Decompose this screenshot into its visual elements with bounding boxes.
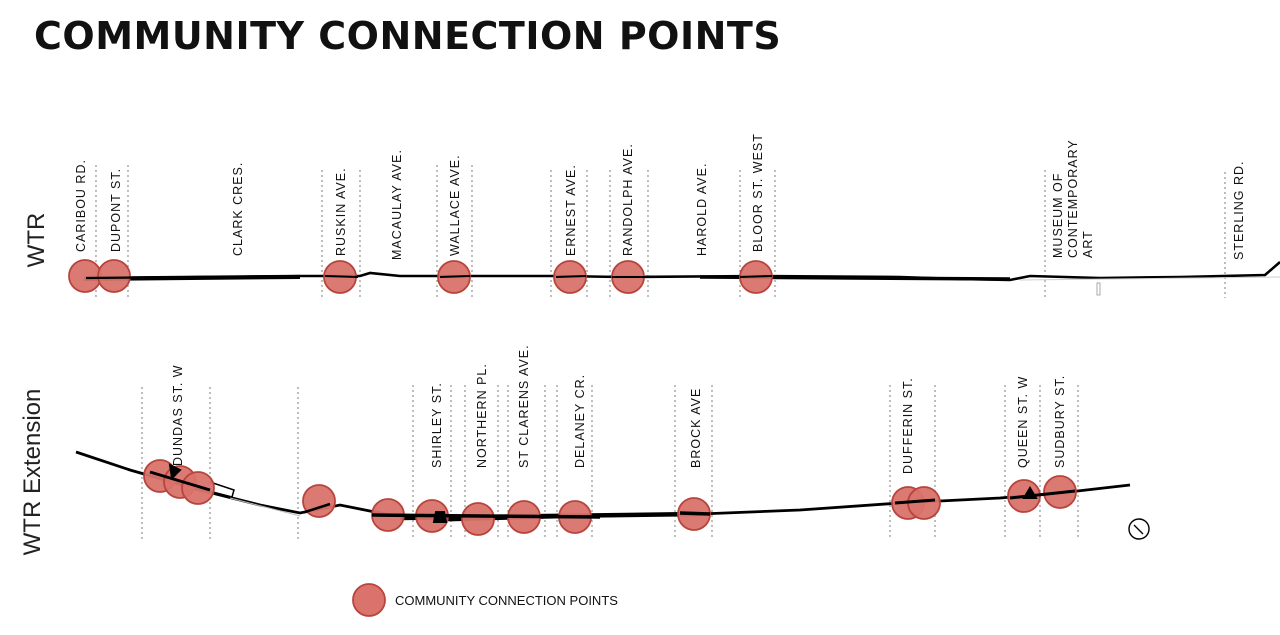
street-label: MACAULAY AVE. xyxy=(390,149,404,260)
street-label: BROCK AVE xyxy=(689,388,703,468)
street-label: WALLACE AVE. xyxy=(448,154,462,256)
street-label: NORTHERN PL. xyxy=(475,363,489,468)
street-label: MUSEUM OFCONTEMPORARYART xyxy=(1051,139,1095,258)
trail-edge xyxy=(1019,276,1280,281)
markers-top xyxy=(68,259,773,294)
connection-point-dundas-3 xyxy=(181,471,215,505)
street-label: SHIRLEY ST. xyxy=(430,382,444,468)
trail-overlay xyxy=(85,274,1076,523)
compass xyxy=(1128,518,1150,540)
street-label: BLOOR ST. WEST xyxy=(751,133,765,252)
markers-bottom xyxy=(143,459,1077,536)
trail-top xyxy=(83,261,1280,296)
street-label: DUFFERIN ST. xyxy=(901,377,915,474)
trail-detail xyxy=(1096,282,1101,296)
trail-edge xyxy=(229,497,301,517)
trail-line xyxy=(75,450,1131,522)
legend-label: COMMUNITY CONNECTION POINTS xyxy=(395,593,618,608)
street-label: CLARK CRES. xyxy=(231,162,245,256)
legend: COMMUNITY CONNECTION POINTS xyxy=(352,583,618,617)
street-label: DUNDAS ST. W xyxy=(171,364,185,466)
north-arrow-icon xyxy=(1128,518,1150,540)
connection-point-northern xyxy=(461,502,495,536)
street-label: RANDOLPH AVE. xyxy=(621,143,635,256)
street-label: HAROLD AVE. xyxy=(695,163,709,256)
street-label: STERLING RD. xyxy=(1232,160,1246,260)
street-label: SUDBURY ST. xyxy=(1053,375,1067,468)
street-labels: CARIBOU RD. DUPONT ST. CLARK CRES. RUSKIN A… xyxy=(74,133,1246,474)
row-labels: WTR WTR Extension xyxy=(19,213,50,556)
page-title: COMMUNITY CONNECTION POINTS xyxy=(34,14,782,58)
row-label-wtr-extension: WTR Extension xyxy=(19,389,46,556)
street-label: ERNEST AVE. xyxy=(564,164,578,256)
street-label: QUEEN ST. W xyxy=(1016,376,1030,468)
legend-marker-icon xyxy=(352,583,386,617)
trail-bottom xyxy=(75,450,1131,522)
trail-detail xyxy=(204,481,235,498)
connection-point-dupont xyxy=(97,259,131,293)
street-label: ST CLARENS AVE. xyxy=(517,344,531,468)
row-label-wtr: WTR xyxy=(23,213,50,268)
guides-bottom xyxy=(141,385,1079,540)
connection-point-caribou xyxy=(68,259,102,293)
street-label: DUPONT ST. xyxy=(109,168,123,252)
street-label: DELANEY CR. xyxy=(573,374,587,468)
street-label: CARIBOU RD. xyxy=(74,159,88,252)
street-label: RUSKIN AVE. xyxy=(334,167,348,256)
